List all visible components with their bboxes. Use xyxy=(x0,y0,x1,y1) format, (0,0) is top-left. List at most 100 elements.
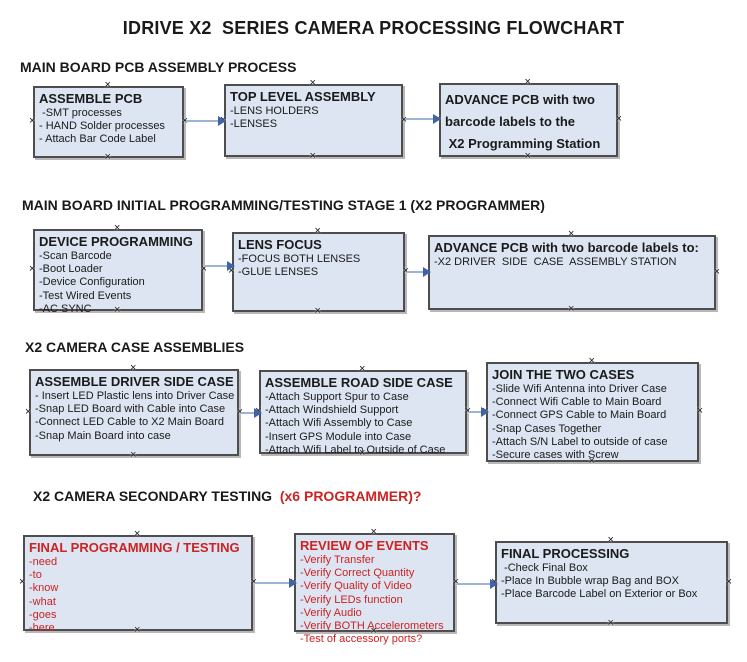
connection-handle-icon: × xyxy=(314,305,321,317)
section-heading-initial-programming: MAIN BOARD INITIAL PROGRAMMING/TESTING S… xyxy=(22,197,545,213)
box-item: -LENSES xyxy=(230,118,278,131)
box-item: -what xyxy=(29,595,56,608)
flow-box-assemble-driver-side-case: × × × × ASSEMBLE DRIVER SIDE CASE - Inse… xyxy=(25,363,243,461)
connection-handle-icon: × xyxy=(134,528,141,540)
connection-handle-icon: × xyxy=(615,113,622,125)
arrow-shaft xyxy=(241,412,256,414)
box-item: -Connect Wifi Cable to Main Board xyxy=(492,396,662,409)
box-item: -Attach Support Spur to Case xyxy=(265,391,409,403)
arrow-shaft xyxy=(186,120,220,122)
box-item: -Snap Cases Together xyxy=(492,422,602,435)
section-heading-pcb-assembly: MAIN BOARD PCB ASSEMBLY PROCESS xyxy=(20,59,297,75)
connection-handle-icon: × xyxy=(104,151,111,163)
page-title: IDRIVE X2 SERIES CAMERA PROCESSING FLOWC… xyxy=(122,18,625,38)
connection-handle-icon: × xyxy=(524,76,531,88)
box-item: -X2 DRIVER SIDE CASE ASSEMBLY STATION xyxy=(434,256,677,268)
flow-arrow-pcb-to-toplevel xyxy=(186,115,226,127)
arrow-shaft xyxy=(407,271,425,273)
box-title: JOIN THE TWO CASES xyxy=(492,367,635,382)
arrow-shaft xyxy=(205,265,229,267)
box-item: -Place Barcode Label on Exterior or Box xyxy=(501,588,698,601)
box-item: -AC SYNC xyxy=(39,302,92,315)
box-title-line: X2 Programming Station xyxy=(445,136,601,151)
box-item: -here xyxy=(29,622,55,635)
arrow-head-icon xyxy=(254,408,262,418)
connection-handle-icon: × xyxy=(309,150,316,162)
box-item: -FOCUS BOTH LENSES xyxy=(238,253,361,265)
box-item: -Boot Loader xyxy=(39,263,103,276)
heading-text-black: X2 CAMERA SECONDARY TESTING xyxy=(33,488,276,504)
box-title: TOP LEVEL ASSEMBLY xyxy=(230,89,376,104)
heading-text-red: (x6 PROGRAMMER)? xyxy=(275,488,422,504)
connection-handle-icon: × xyxy=(104,79,111,91)
connection-handle-icon: × xyxy=(29,115,36,127)
connection-handle-icon: × xyxy=(359,363,366,375)
flow-box-assemble-pcb: × × × × ASSEMBLE PCB -SMT processes - HA… xyxy=(29,80,188,163)
connection-handle-icon: × xyxy=(114,222,121,234)
box-title: ASSEMBLE ROAD SIDE CASE xyxy=(265,375,453,390)
flow-arrow-driver-to-road xyxy=(241,407,262,419)
box-title: ADVANCE PCB with two barcode labels to: xyxy=(434,240,699,255)
box-item: -Test of accessory ports? xyxy=(300,633,423,646)
box-title: FINAL PROGRAMMING / TESTING xyxy=(29,540,240,555)
flow-box-review-of-events: × × × × REVIEW OF EVENTS -Verify Transfe… xyxy=(290,527,459,646)
box-item: -Scan Barcode xyxy=(39,250,112,262)
box-item: -Place In Bubble wrap Bag and BOX xyxy=(501,575,679,588)
connection-handle-icon: × xyxy=(370,526,377,538)
box-title-line: ADVANCE PCB with two xyxy=(445,92,595,107)
connection-handle-icon: × xyxy=(713,265,720,278)
box-item: - Attach Bar Code Label xyxy=(39,133,156,146)
box-item: -Verify LEDs function xyxy=(300,593,403,606)
arrow-head-icon xyxy=(423,267,431,277)
box-item: -Slide Wifi Antenna into Driver Case xyxy=(492,383,667,395)
connection-handle-icon: × xyxy=(588,355,595,367)
box-item: -Attach S/N Label to outside of case xyxy=(492,435,668,448)
box-item: - HAND Solder processes xyxy=(39,120,165,133)
connection-handle-icon: × xyxy=(19,576,26,588)
flow-box-assemble-road-side-case: × × × × ASSEMBLE ROAD SIDE CASE -Attach … xyxy=(255,364,471,459)
box-item: -Check Final Box xyxy=(501,562,588,574)
arrow-head-icon xyxy=(227,261,235,271)
arrow-shaft xyxy=(255,582,291,584)
connection-handle-icon: × xyxy=(309,77,316,89)
box-item: -Device Configuration xyxy=(39,276,145,289)
box-item: -Attach Wifi Assembly to Case xyxy=(265,417,413,430)
connection-handle-icon: × xyxy=(314,225,321,237)
arrow-head-icon xyxy=(289,578,297,588)
connection-handle-icon: × xyxy=(568,303,575,315)
flow-box-top-level-assembly: × × × × TOP LEVEL ASSEMBLY -LENS HOLDERS… xyxy=(220,78,407,162)
connection-handle-icon: × xyxy=(130,362,137,374)
box-item: -GLUE LENSES xyxy=(238,266,319,279)
box-title: REVIEW OF EVENTS xyxy=(300,538,429,553)
box-item: -LENS HOLDERS xyxy=(230,105,319,117)
connection-handle-icon: × xyxy=(568,228,575,240)
box-item: -Verify Audio xyxy=(300,606,362,619)
box-item: -Verify BOTH Accelerometers xyxy=(300,620,444,633)
box-item: - Insert LED Plastic lens into Driver Ca… xyxy=(35,390,235,402)
box-title: ASSEMBLE PCB xyxy=(39,91,143,106)
box-item: -Verify Correct Quantity xyxy=(300,567,415,580)
box-item: -Secure cases with Screw xyxy=(492,449,619,462)
box-item: -Attach Wifi Label to Outside of Case xyxy=(265,443,446,456)
section-heading-secondary-testing: X2 CAMERA SECONDARY TESTING (x6 PROGRAMM… xyxy=(33,488,421,504)
box-title: LENS FOCUS xyxy=(238,237,322,252)
connection-handle-icon: × xyxy=(130,449,137,461)
connection-handle-icon: × xyxy=(696,405,703,417)
box-title: DEVICE PROGRAMMING xyxy=(39,234,193,249)
flow-box-join-the-two-cases: × × × × JOIN THE TWO CASES -Slide Wifi A… xyxy=(482,356,703,467)
box-item: -SMT processes xyxy=(39,107,122,119)
connection-handle-icon: × xyxy=(607,534,614,546)
box-item: -to xyxy=(29,569,42,582)
box-item: -Connect LED Cable to X2 Main Board xyxy=(35,416,224,429)
arrow-head-icon xyxy=(490,579,498,589)
box-item: -goes xyxy=(29,608,57,621)
flow-box-final-programming-testing: × × × × FINAL PROGRAMMING / TESTING -nee… xyxy=(19,529,257,636)
flow-box-device-programming: × × × × DEVICE PROGRAMMING -Scan Barcode… xyxy=(29,223,207,316)
box-item: -Snap Main Board into case xyxy=(35,429,171,442)
box-item: -Connect GPS Cable to Main Board xyxy=(492,409,667,422)
flow-arrow-road-to-join xyxy=(469,406,489,418)
box-title: FINAL PROCESSING xyxy=(501,546,630,561)
connection-handle-icon: × xyxy=(725,575,732,588)
box-title: ASSEMBLE DRIVER SIDE CASE xyxy=(35,374,234,389)
box-item: -know xyxy=(29,582,59,595)
